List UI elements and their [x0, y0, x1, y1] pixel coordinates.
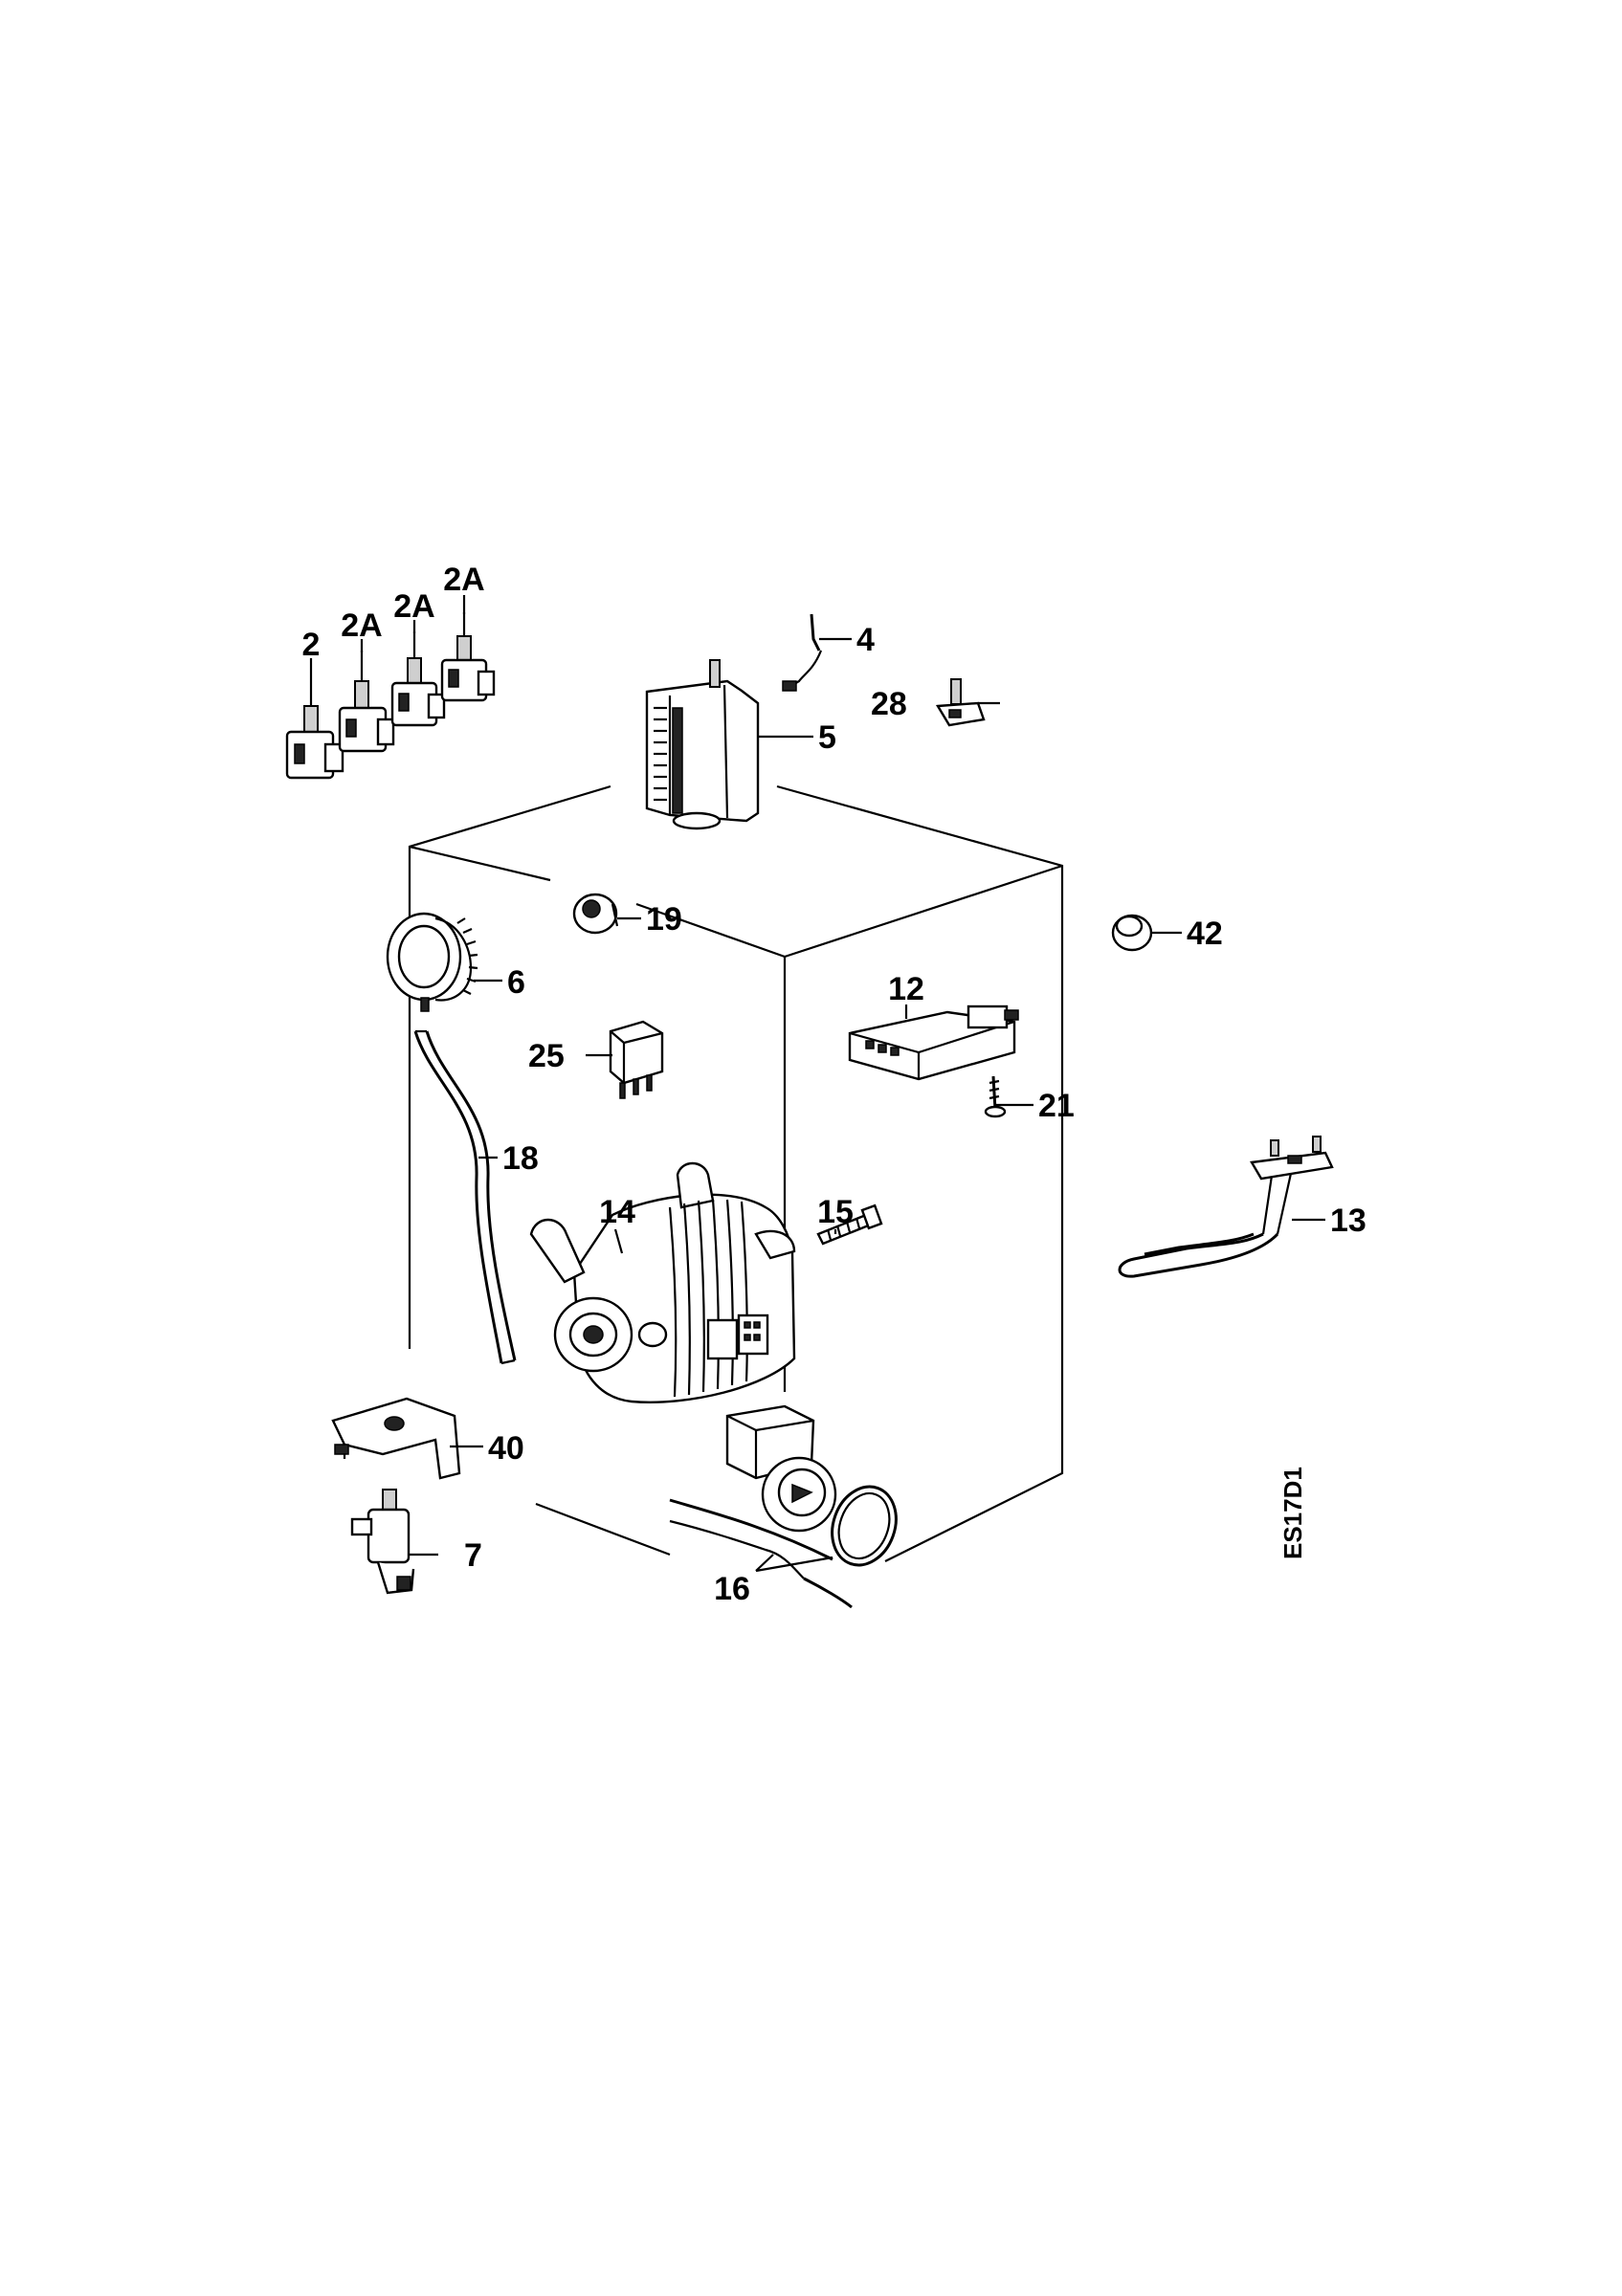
cabinet-outline	[408, 784, 1064, 1562]
callout-25: 25	[528, 1038, 565, 1074]
callout-40: 40	[488, 1430, 524, 1467]
callout-2: 2	[302, 627, 321, 663]
callout-4: 4	[856, 622, 875, 658]
switch-part-2a-3	[440, 612, 496, 702]
timer-part-5	[645, 659, 760, 830]
heater-part-13	[1118, 1136, 1334, 1278]
callout-13: 13	[1330, 1203, 1366, 1239]
leader-lines	[309, 595, 1325, 1573]
callout-16: 16	[714, 1571, 750, 1607]
switch-part-2a-2	[390, 631, 446, 727]
pressure-switch-part-6	[386, 912, 478, 1012]
callout-42: 42	[1187, 916, 1223, 952]
connector-part-28	[935, 678, 986, 727]
callout-21: 21	[1038, 1088, 1075, 1124]
screw-part-21	[984, 1075, 1007, 1118]
relay-part-25	[609, 1020, 664, 1099]
callout-19: 19	[646, 901, 682, 938]
callout-12: 12	[888, 971, 924, 1007]
diagram-code: ES17D1	[1278, 1467, 1307, 1559]
callout-15: 15	[817, 1194, 854, 1230]
bolt-part-15	[816, 1203, 883, 1246]
callout-6: 6	[507, 964, 525, 1001]
bracket-part-40	[331, 1397, 461, 1480]
callout-7: 7	[464, 1537, 482, 1574]
motor-part-14	[529, 1161, 796, 1403]
door-lock-part-12	[848, 1004, 1019, 1081]
callout-2a: 2A	[341, 607, 382, 644]
pump-part-16	[669, 1404, 898, 1609]
plug-part-42	[1111, 914, 1153, 952]
sensor-part-4	[782, 613, 823, 692]
switch-part-2	[285, 670, 344, 780]
callout-2a: 2A	[393, 588, 434, 625]
plug-part-19	[572, 893, 619, 935]
valve-part-7	[350, 1489, 415, 1595]
callout-28: 28	[871, 686, 907, 722]
hose-part-18	[413, 1029, 517, 1365]
switch-part-2a-1	[338, 651, 395, 753]
callout-labels: 2 2A 2A 2A 4 28 5 19 42 6 12 25 21 18 14…	[302, 562, 1366, 1607]
callout-5: 5	[818, 719, 836, 756]
callout-14: 14	[599, 1194, 635, 1230]
callout-2a: 2A	[443, 562, 484, 598]
callout-18: 18	[502, 1140, 539, 1177]
